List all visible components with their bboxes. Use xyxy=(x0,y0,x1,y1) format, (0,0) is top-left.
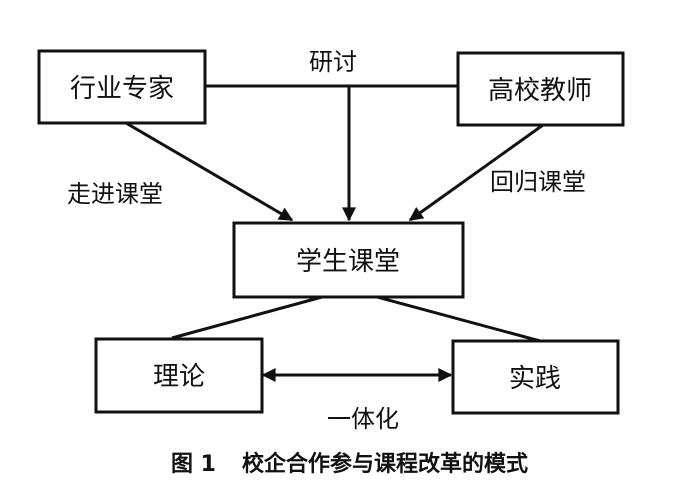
integration-label: 一体化 xyxy=(327,405,399,433)
student-classroom-label: 学生课堂 xyxy=(296,247,400,277)
classroom-to-practice-line xyxy=(376,295,541,343)
classroom-to-theory-line xyxy=(171,295,323,340)
industry-expert-label: 行业专家 xyxy=(70,74,174,104)
discussion-label: 研讨 xyxy=(309,48,357,76)
practice-node: 实践 xyxy=(451,339,620,415)
industry-expert-node: 行业专家 xyxy=(37,49,207,125)
theory-node: 理论 xyxy=(94,337,264,414)
return-classroom-arrow xyxy=(408,123,544,222)
figure-number: 图 1 xyxy=(171,452,216,477)
student-classroom-node: 学生课堂 xyxy=(232,221,465,299)
diagram-canvas: 行业专家 高校教师 学生课堂 理论 实践 研讨 走进课堂 回归课堂 一体化 xyxy=(37,48,625,433)
practice-label: 实践 xyxy=(509,364,561,394)
figure-caption: 图 1 校企合作参与课程改革的模式 xyxy=(0,446,699,478)
college-teacher-label: 高校教师 xyxy=(488,76,592,106)
theory-label: 理论 xyxy=(153,362,205,392)
enter-classroom-arrow xyxy=(125,121,294,222)
return-classroom-label: 回归课堂 xyxy=(490,168,586,196)
figure-title: 校企合作参与课程改革的模式 xyxy=(241,452,528,477)
college-teacher-node: 高校教师 xyxy=(456,51,625,127)
enter-classroom-label: 走进课堂 xyxy=(67,180,163,208)
